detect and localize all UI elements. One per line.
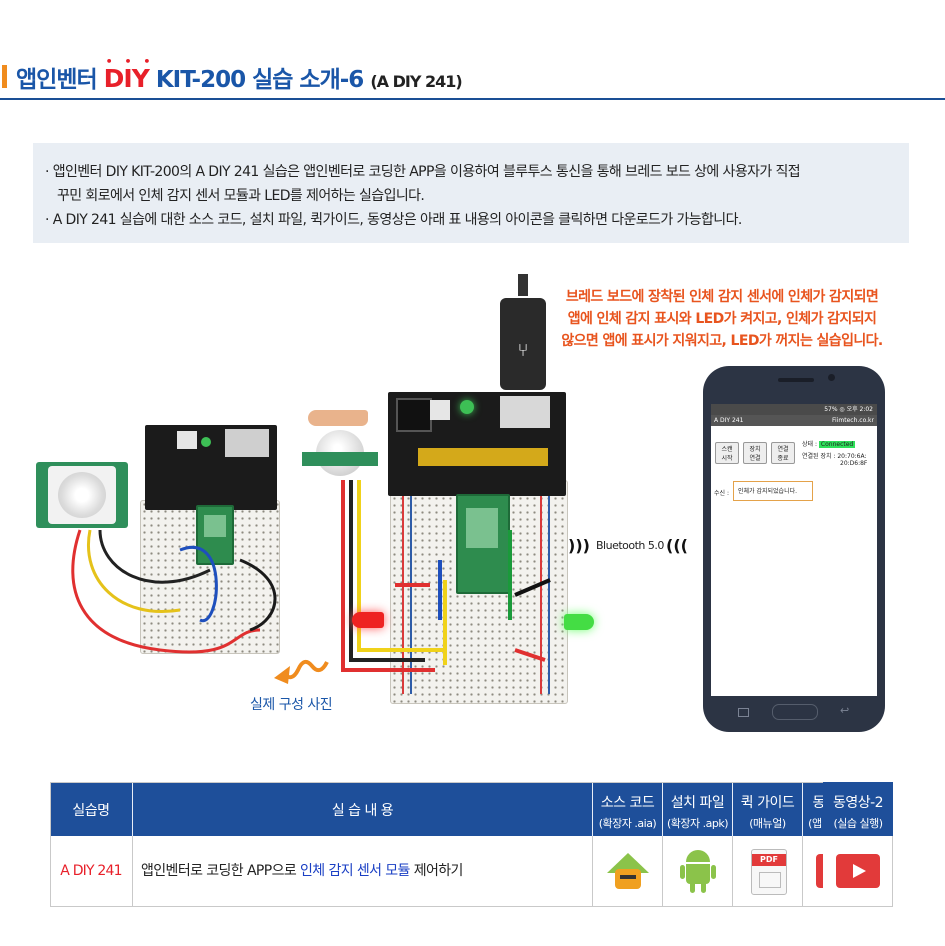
app-domain: Fiimtech.co.kr [832,417,874,424]
nav-recent-icon [738,708,749,717]
content-highlight: 인체 감지 센서 모듈 [300,863,410,879]
row-content: 앱인벤터로 코딩한 APP으로 인체 감지 센서 모듈 제어하기 [133,836,593,907]
hand-icon [308,410,368,426]
device-address-2: 20:D6:8F [840,460,868,467]
connected-device: 연결된 장치 : 20:70:6A: 20:D6:8F [802,451,867,467]
content-pre: 앱인벤터로 코딩한 APP으로 [141,863,297,879]
th-guide-sub: (매뉴얼) [749,817,786,830]
nav-back-icon: ↩ [840,704,850,717]
description-line-2: 꾸민 회로에서 인체 감지 센서 모듈과 LED를 제어하는 실습입니다. [57,188,425,204]
close-btn-line1: 연결 [777,446,789,453]
connect-btn-line2: 연결 [749,455,761,462]
quick-guide-cell: PDF [733,836,803,907]
connect-btn-line1: 장치 [749,446,761,453]
install-file-cell [663,836,733,907]
scan-btn-line1: 스캔 [721,446,733,453]
download-table: 실습명 실 습 내 용 소스 코드 (확장자 .aia) 설치 파일 (확장자 .a… [50,782,893,907]
th-content: 실 습 내 용 [133,782,593,836]
phone-camera [828,374,835,381]
recv-message-box: 인체가 감지되었습니다. [733,481,813,501]
rail-blue-left [410,488,412,694]
title-main: KIT-200 실습 소개-6 [155,67,364,93]
rail-red-right [540,488,542,694]
caption-line-1: 브레드 보드에 장착된 인체 감지 센서에 인체가 감지되면 [565,289,879,305]
usb-plug-icon: ⑂ [500,298,546,390]
page-title: 앱인벤터 • • •DIY KIT-200 실습 소개-6 (A DIY 241… [16,55,463,94]
th-install-label: 설치 파일 [670,795,725,811]
device-label: 연결된 장치 : 20:70:6A: [802,453,867,460]
center-power-module [388,392,566,496]
app-name: A DIY 241 [714,417,744,424]
green-led-icon [564,614,594,630]
source-code-cell [593,836,663,907]
power-module-photo [145,425,277,510]
pir-board-icon [302,452,378,466]
th-name: 실습명 [50,782,133,836]
th-install: 설치 파일 (확장자 .apk) [663,782,733,836]
experiment-caption: 브레드 보드에 장착된 인체 감지 센서에 인체가 감지되면 앱에 인체 감지 … [540,286,904,352]
close-btn-line2: 종료 [777,455,789,462]
ble-module-photo [196,505,234,565]
caption-line-2: 앱에 인체 감지 표시와 LED가 켜지고, 인체가 감지되지 [567,311,877,327]
usb-cable-icon [518,274,528,296]
header-accent-bar [2,65,7,88]
state-value-badge: Connected [818,441,856,448]
nav-home-button[interactable] [772,704,818,720]
pir-sensor-photo [36,462,128,528]
breadboard-wires [71,529,277,654]
header-divider [0,98,945,100]
rail-red-left [402,488,404,694]
red-led-icon [352,612,384,628]
app-title-bar: A DIY 241 Fiimtech.co.kr [711,415,877,426]
th-video2-label: 동영상-2 [832,795,884,811]
pdf-label: PDF [752,854,786,866]
th-source-label: 소스 코드 [600,795,655,811]
th-video2: 동영상-2 (실습 실행) [823,782,893,836]
title-diy: • • •DIY [103,55,151,93]
title-sub: (A DIY 241) [370,72,462,91]
squiggle-arrow-icon [274,659,329,684]
description-line-3: · A DIY 241 실습에 대한 소스 코드, 설치 파일, 퀵가이드, 동… [45,212,742,228]
description-line-1: · 앱인벤터 DIY KIT-200의 A DIY 241 실습은 앱인벤터로 … [45,164,801,180]
th-guide: 퀵 가이드 (매뉴얼) [733,782,803,836]
caption-line-3: 않으면 앱에 표시가 지워지고, LED가 꺼지는 실습입니다. [561,333,883,349]
title-diy-text: DIY [103,64,150,93]
recv-label: 수신 : [714,490,729,497]
android-apk-download-icon[interactable] [680,850,716,894]
th-video2-sub: (실습 실행) [833,817,883,830]
description-box: · 앱인벤터 DIY KIT-200의 A DIY 241 실습은 앱인벤터로 … [33,143,909,243]
connection-state: 상태 : Connected [802,439,856,448]
state-label: 상태 : [802,441,817,448]
th-name-label: 실습명 [72,803,110,819]
th-source-sub: (확장자 .aia) [598,817,657,830]
th-content-label: 실 습 내 용 [331,803,394,819]
photo-label: 실제 구성 사진 [250,697,333,713]
row-name: A DIY 241 [50,836,133,907]
pdf-download-icon[interactable]: PDF [751,849,787,895]
video2-play-icon[interactable] [836,854,880,888]
diy-dots-icon: • • • [105,55,155,68]
rail-blue-right [548,488,550,694]
center-ble-module [456,494,510,594]
video2-cell [823,836,893,907]
phone-status-text: 57% ◎ 오후 2:02 [824,406,873,413]
th-guide-label: 퀵 가이드 [740,795,795,811]
th-install-sub: (확장자 .apk) [666,817,729,830]
bluetooth-wave-right-icon: ((( [666,536,688,555]
bluetooth-wave-left-icon: ))) [568,536,590,555]
bluetooth-label: Bluetooth 5.0 [596,539,664,552]
app-inventor-download-icon[interactable] [607,853,649,891]
circuit-wires [341,480,551,672]
phone-status-bar: 57% ◎ 오후 2:02 [711,404,877,415]
scan-btn-line2: 시작 [721,455,733,462]
phone-speaker [778,378,814,382]
th-source: 소스 코드 (확장자 .aia) [593,782,663,836]
content-post: 제어하기 [413,863,464,879]
usb-symbol-icon: ⑂ [517,340,529,361]
title-prefix: 앱인벤터 [16,67,98,93]
